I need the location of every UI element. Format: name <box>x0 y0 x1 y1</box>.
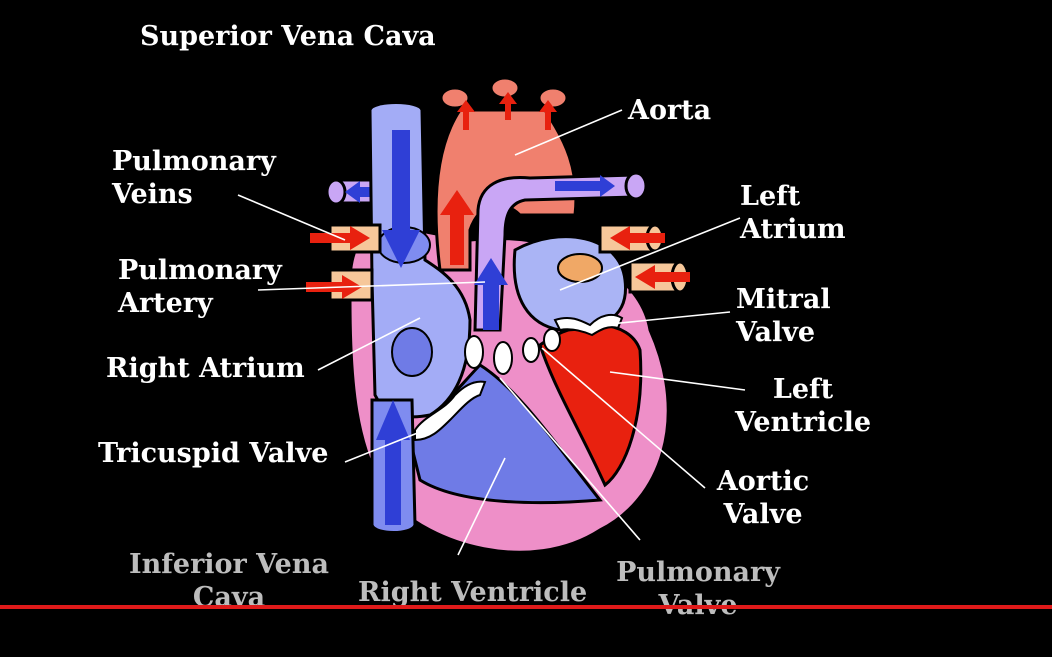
leader-right-atrium <box>317 317 421 371</box>
mitral-valve-shape <box>553 313 624 337</box>
leader-left-ventricle <box>609 371 746 391</box>
label-left-atrium: Left Atrium <box>740 181 846 245</box>
leader-mitral-valve <box>599 311 731 326</box>
pulmonary-vein-opening <box>557 253 603 283</box>
label-aorta: Aorta <box>628 95 712 126</box>
label-pulmonary-valve: Pulmonary Valve <box>616 557 780 621</box>
leader-pulmonary-artery <box>257 281 486 291</box>
label-mitral-valve: Mitral Valve <box>736 284 831 348</box>
label-right-ventricle: Right Ventricle <box>358 577 588 608</box>
label-pulmonary-veins: Pulmonary Veins <box>112 146 276 210</box>
leader-aorta <box>514 109 623 156</box>
label-right-atrium: Right Atrium <box>106 353 305 384</box>
video-progress-fill <box>0 605 1052 609</box>
pulmonary-valve-right <box>493 341 513 375</box>
label-left-ventricle: Left Ventricle <box>734 374 872 438</box>
leader-pulmonary-veins <box>237 194 346 241</box>
right-atrium-opening <box>391 327 433 377</box>
tricuspid-valve-shape <box>414 380 487 442</box>
leader-right-ventricle <box>457 457 506 556</box>
leader-tricuspid-valve <box>344 431 421 463</box>
label-superior-vena-cava: Superior Vena Cava <box>140 21 436 52</box>
label-tricuspid-valve: Tricuspid Valve <box>98 438 329 469</box>
label-aortic-valve: Aortic Valve <box>716 466 810 530</box>
label-pulmonary-artery: Pulmonary Artery <box>118 255 282 319</box>
video-progress-bar[interactable] <box>0 605 1052 609</box>
leader-left-atrium <box>559 217 741 291</box>
pulmonary-valve-left <box>464 335 484 369</box>
leader-pulmonary-valve <box>499 377 641 541</box>
leader-aortic-valve <box>541 347 706 489</box>
